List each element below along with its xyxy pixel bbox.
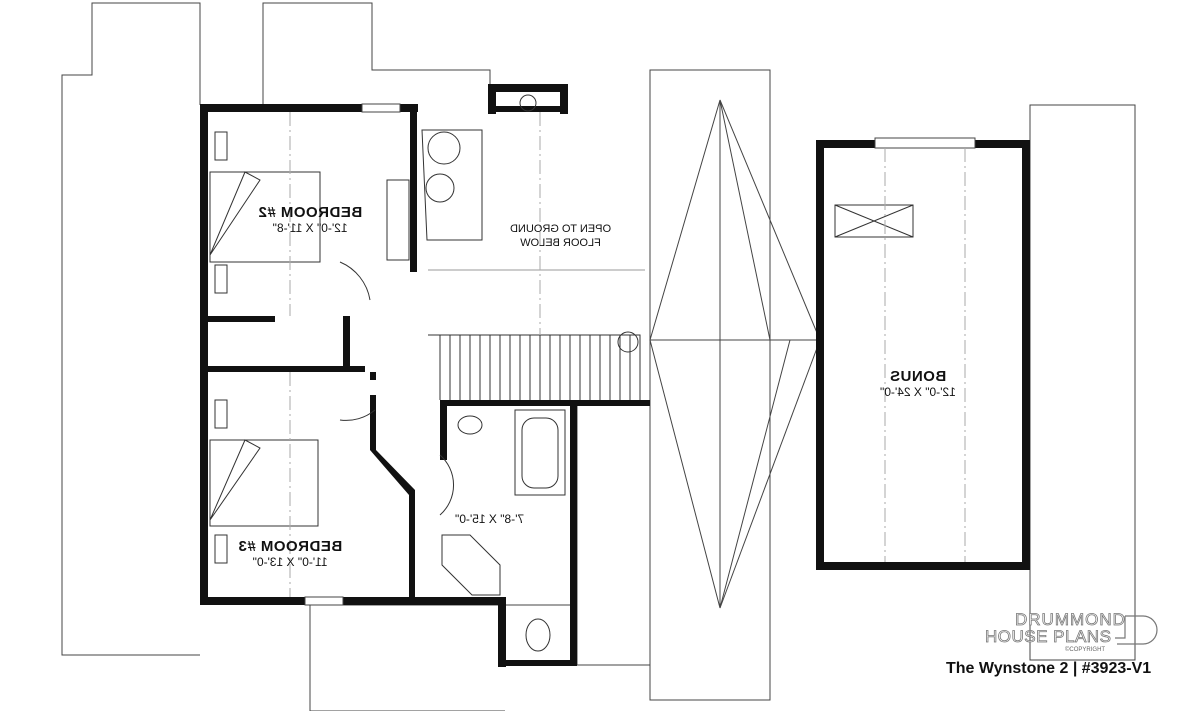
plan-title: The Wynstone 2 | #3923-V1	[946, 660, 1152, 677]
bedroom2-name: BEDROOM #2	[258, 204, 363, 221]
fixtures	[209, 94, 914, 652]
open-note-line1: OPEN TO GROUND	[510, 223, 612, 235]
bonus-size: 12'-0" X 24'-0"	[880, 385, 956, 399]
bonus-name: BONUS	[889, 368, 947, 385]
walls	[200, 84, 1030, 667]
bedroom3-size: 11'-0" X 13'-0"	[252, 555, 328, 569]
logo-line2: HOUSE PLANS	[985, 627, 1112, 647]
logo-line1: DRUMMOND	[1015, 610, 1126, 630]
centerlines	[289, 112, 966, 597]
open-note-line2: FLOOR BELOW	[520, 237, 601, 249]
bedroom3-name: BEDROOM #3	[238, 538, 343, 555]
bonus-label: BONUS 12'-0" X 24'-0"	[880, 368, 956, 399]
bathroom-size: 7'-8" X 15'-0"	[455, 512, 525, 526]
logo-copyright: ©COPYRIGHT	[1065, 647, 1106, 653]
bedroom3-label: BEDROOM #3 11'-0" X 13'-0"	[238, 538, 342, 569]
open-to-below-note: OPEN TO GROUND FLOOR BELOW	[510, 222, 611, 250]
bathroom-label: 7'-8" X 15'-0"	[455, 512, 524, 526]
bedroom2-size: 12'-0" X 11'-8"	[272, 221, 348, 235]
logo-mark-icon	[1115, 615, 1158, 645]
bedroom2-label: BEDROOM #2 12'-0" X 11'-8"	[258, 204, 362, 235]
